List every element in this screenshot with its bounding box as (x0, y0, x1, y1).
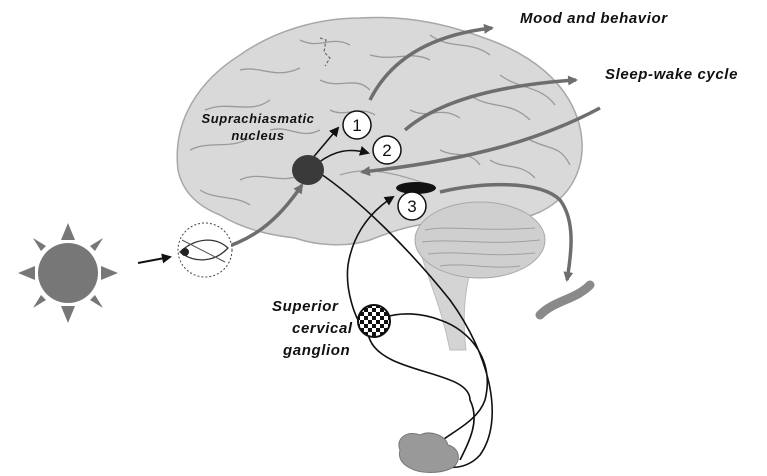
label-nucleus: nucleus (188, 128, 328, 143)
light-arrow (138, 257, 170, 263)
marker-1: 1 (343, 111, 371, 139)
label-sleep-wake-cycle: Sleep-wake cycle (605, 66, 738, 83)
label-cervical: cervical (292, 320, 353, 337)
sun-icon (18, 223, 118, 323)
marker-2: 2 (373, 136, 401, 164)
marker-3-label: 3 (407, 197, 416, 216)
label-suprachiasmatic: Suprachiasmatic (188, 111, 328, 126)
gut-organ (399, 433, 459, 472)
label-superior: Superior (272, 298, 338, 315)
marker-2-label: 2 (382, 141, 391, 160)
label-mood-behavior: Mood and behavior (520, 10, 668, 27)
label-ganglion: ganglion (283, 342, 350, 359)
marker-3: 3 (398, 192, 426, 220)
eye-icon (178, 223, 232, 277)
suprachiasmatic-nucleus-dot (292, 155, 324, 185)
peripheral-organ (540, 285, 590, 315)
marker-1-label: 1 (352, 116, 361, 135)
cerebellum (415, 202, 545, 278)
ganglion-checkered-disc (358, 305, 390, 337)
